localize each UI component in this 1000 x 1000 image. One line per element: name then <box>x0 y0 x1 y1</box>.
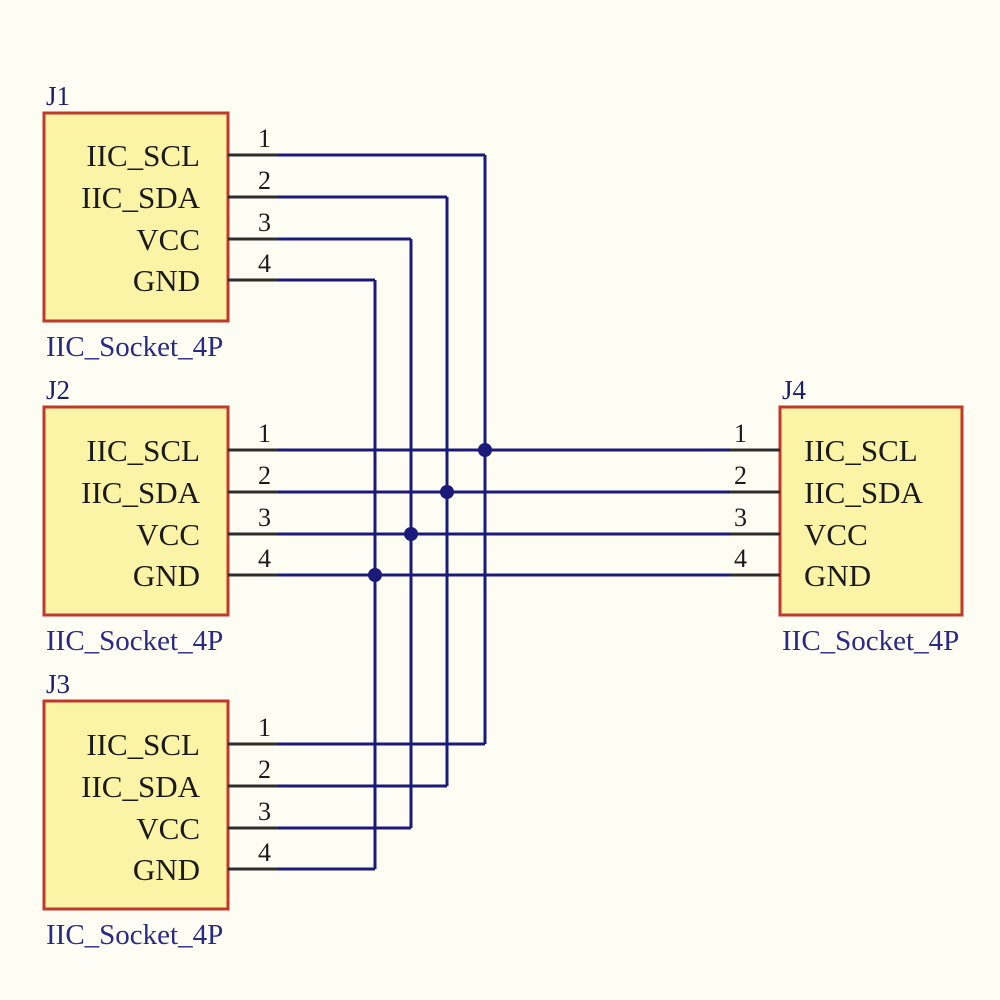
designator-label: J3 <box>46 669 70 699</box>
pin-number-label: 4 <box>258 249 271 278</box>
wires <box>278 153 730 871</box>
pin-name-label: IIC_SDA <box>81 769 200 804</box>
pin-name-label: GND <box>133 852 200 887</box>
pin-name-label: IIC_SCL <box>86 727 200 762</box>
pin-name-label: VCC <box>136 517 200 552</box>
component-body <box>42 699 230 911</box>
pin-number-label: 2 <box>258 461 271 490</box>
pin-number-label: 3 <box>258 503 271 532</box>
designator-label: J4 <box>782 375 807 405</box>
component-body <box>778 405 964 617</box>
pin-name-label: VCC <box>804 517 868 552</box>
pin-number-label: 2 <box>258 755 271 784</box>
pin-name-label: IIC_SCL <box>86 433 200 468</box>
component-comment: IIC_Socket_4P <box>46 919 223 951</box>
pin-name-label: GND <box>804 558 871 593</box>
pin-number-label: 1 <box>258 124 271 153</box>
pin-name-label: VCC <box>136 222 200 257</box>
junction-dot <box>404 527 418 541</box>
pin-number-label: 4 <box>734 544 747 573</box>
pin-name-label: GND <box>133 263 200 298</box>
junction-dot <box>440 485 454 499</box>
component-comment: IIC_Socket_4P <box>782 625 959 657</box>
pin-number-label: 3 <box>734 503 747 532</box>
pin-number-label: 3 <box>258 797 271 826</box>
pin-name-label: IIC_SCL <box>86 138 200 173</box>
junctions <box>368 443 492 582</box>
pin-name-label: IIC_SDA <box>804 475 923 510</box>
pin-number-label: 1 <box>258 419 271 448</box>
pin-name-label: IIC_SDA <box>81 475 200 510</box>
pin-name-label: VCC <box>136 811 200 846</box>
pin-number-label: 4 <box>258 838 271 867</box>
pin-name-label: IIC_SDA <box>81 180 200 215</box>
component-comment: IIC_Socket_4P <box>46 331 223 363</box>
pin-number-label: 4 <box>258 544 271 573</box>
component-body <box>42 111 230 323</box>
component-comment: IIC_Socket_4P <box>46 625 223 657</box>
component-body <box>42 405 230 617</box>
junction-dot <box>478 443 492 457</box>
designator-label: J2 <box>46 375 70 405</box>
pin-number-label: 3 <box>258 208 271 237</box>
pin-number-label: 1 <box>734 419 747 448</box>
designator-label: J1 <box>46 81 70 111</box>
pin-name-label: IIC_SCL <box>804 433 918 468</box>
pin-name-label: GND <box>133 558 200 593</box>
pin-number-label: 2 <box>258 166 271 195</box>
pin-number-label: 2 <box>734 461 747 490</box>
pin-number-label: 1 <box>258 713 271 742</box>
junction-dot <box>368 568 382 582</box>
